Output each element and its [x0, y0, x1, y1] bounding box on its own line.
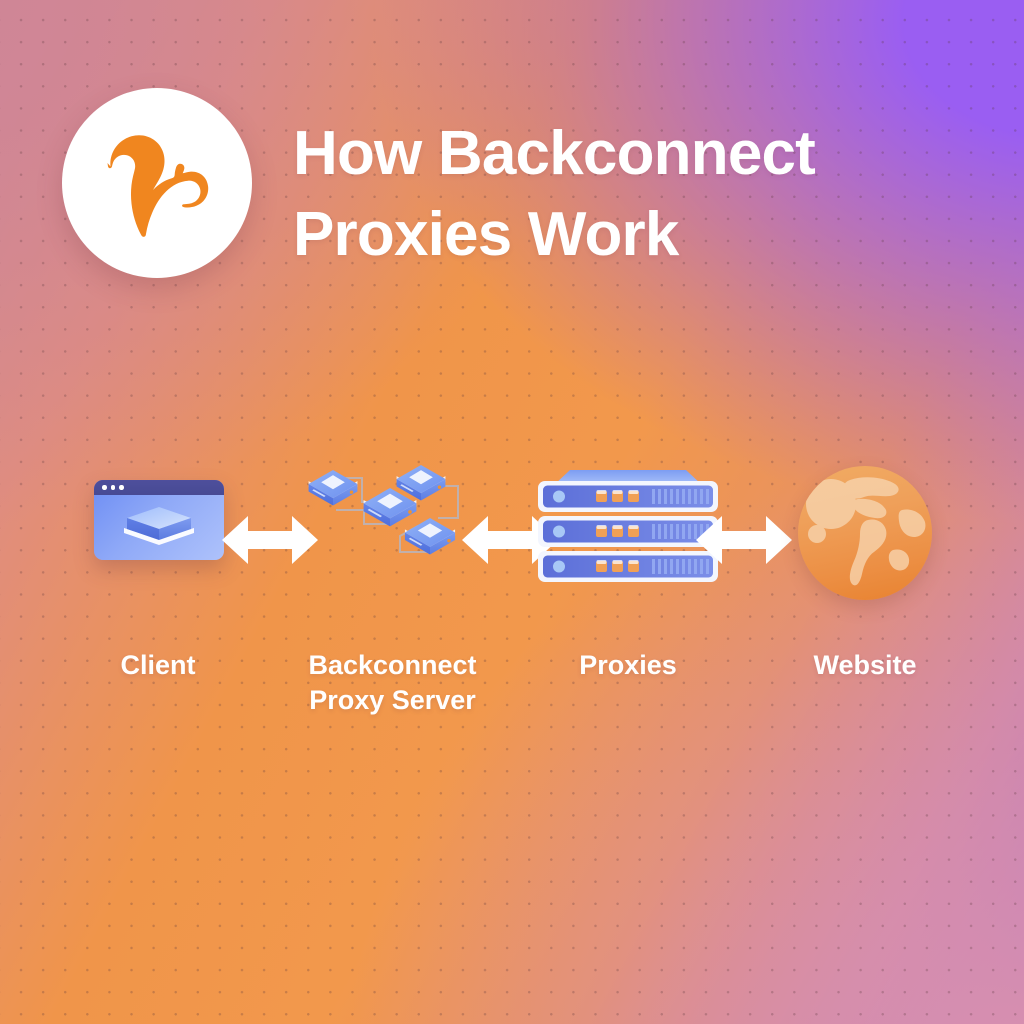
logo-badge: [62, 88, 252, 278]
browser-dot-3: [119, 485, 124, 490]
page-title: How Backconnect Proxies Work: [293, 113, 973, 275]
double-arrow-icon-proxies-to-website: [696, 516, 792, 564]
globe-icon: [765, 440, 965, 600]
network-nodes-icon: [290, 440, 495, 580]
diagram-node-label-proxies: Proxies: [579, 650, 677, 680]
browser-dot-1: [102, 485, 107, 490]
diagram-node-client: Client: [58, 440, 258, 680]
browser-dot-2: [110, 485, 115, 490]
browser-titlebar: [94, 480, 224, 495]
double-arrow-icon-backconnect-to-proxies: [462, 516, 558, 564]
header: How Backconnect Proxies Work: [0, 0, 1024, 300]
diagram: Client: [0, 440, 1024, 730]
diagram-node-label-website: Website: [813, 650, 917, 680]
diagram-node-proxies: Proxies: [528, 440, 728, 680]
diagram-node-label-client: Client: [120, 650, 196, 680]
diagram-node-backconnect: Backconnect Proxy Server: [290, 440, 495, 715]
double-arrow-icon-client-to-backconnect: [222, 516, 318, 564]
server-rack-icon: [528, 440, 728, 582]
layer-stack-icon: [124, 507, 194, 545]
page-title-line-2: Proxies Work: [293, 200, 679, 269]
squirrel-logo-icon: [98, 128, 216, 238]
browser-window-icon: [58, 440, 258, 580]
page-title-line-1: How Backconnect: [293, 119, 816, 188]
diagram-node-label-backconnect: Backconnect Proxy Server: [308, 650, 477, 715]
diagram-node-website: Website: [765, 440, 965, 680]
